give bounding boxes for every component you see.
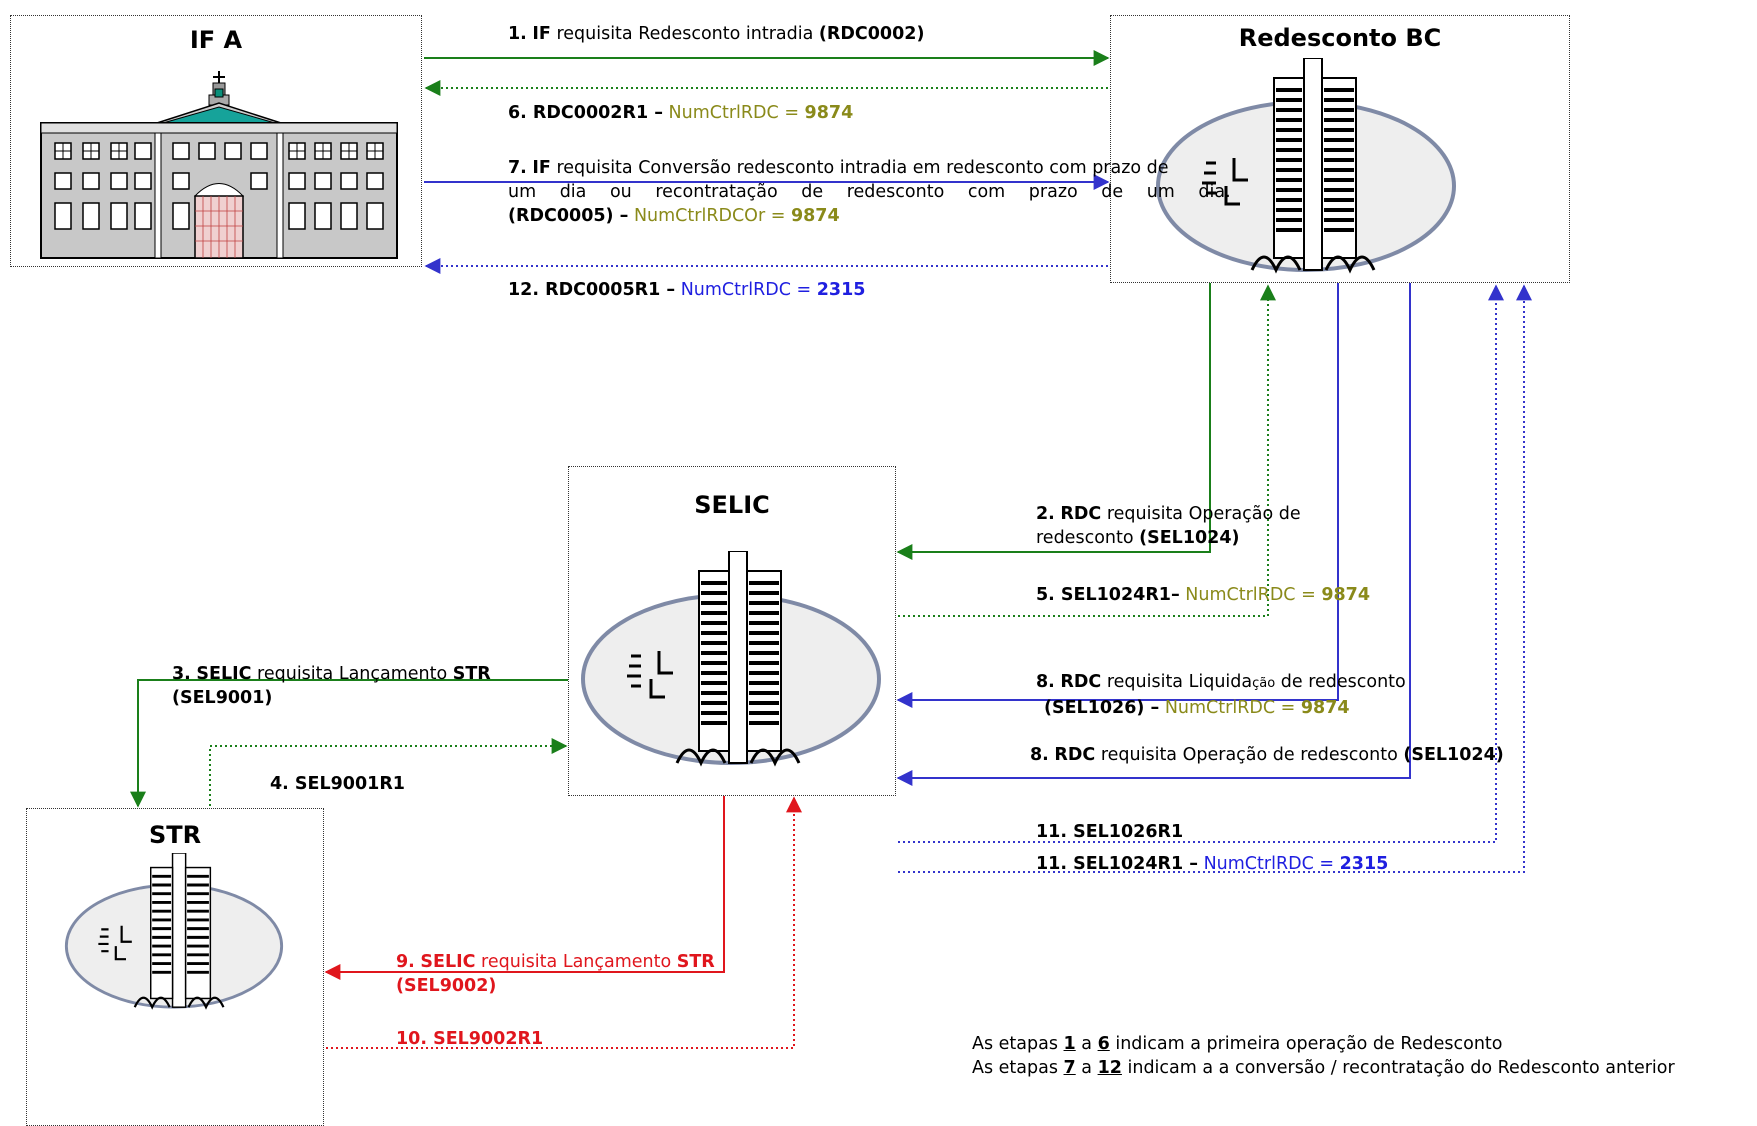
label-step-9: 9. SELIC requisita Lançamento STR (SEL90… <box>396 952 715 996</box>
label-step-11a: 11. SEL1026R1 <box>1036 822 1184 842</box>
str-title: STR <box>149 821 202 849</box>
arrow-step-3 <box>130 679 568 808</box>
bcb-logo-icon <box>98 925 132 961</box>
label-step-2: 2. RDC requisita Operação de redesconto … <box>1036 504 1301 548</box>
selic-box: SELIC <box>568 466 896 796</box>
label-step-8b: 8. RDC requisita Operação de redesconto … <box>1030 745 1504 765</box>
redesconto-title: Redesconto BC <box>1238 24 1442 52</box>
arrow-step-4 <box>209 738 568 806</box>
label-step-7: 7. IF requisita Conversão redesconto int… <box>508 158 1231 226</box>
bcb-logo-icon <box>1202 158 1248 206</box>
arrow-step-11b <box>898 284 1532 873</box>
bcb-tower-icon <box>1156 58 1456 274</box>
redesconto-box: Redesconto BC <box>1110 15 1570 283</box>
bank-building-icon <box>40 71 398 259</box>
note-line-2: As etapas 7 a 12 indicam a a conversão /… <box>972 1058 1675 1078</box>
label-step-8a: 8. RDC requisita Liquidação de redescont… <box>1036 672 1406 718</box>
label-step-4: 4. SEL9001R1 <box>270 774 405 794</box>
label-step-5: 5. SEL1024R1– NumCtrlRDC = 9874 <box>1036 585 1371 605</box>
bcb-logo-icon <box>627 651 673 699</box>
label-step-3: 3. SELIC requisita Lançamento STR (SEL90… <box>172 664 491 708</box>
label-step-12: 12. RDC0005R1 – NumCtrlRDC = 2315 <box>508 280 866 300</box>
if-a-box: IF A <box>10 15 422 267</box>
bcb-tower-icon <box>64 853 284 1010</box>
label-step-11b: 11. SEL1024R1 – NumCtrlRDC = 2315 <box>1036 854 1389 874</box>
note-line-1: As etapas 1 a 6 indicam a primeira opera… <box>972 1034 1503 1054</box>
arrow-step-8a <box>896 283 1339 708</box>
label-step-10: 10. SEL9002R1 <box>396 1029 544 1049</box>
if-a-title: IF A <box>189 26 243 54</box>
arrow-step-9 <box>324 796 725 980</box>
label-step-1: 1. IF requisita Redesconto intradia (RDC… <box>508 24 925 44</box>
str-box: STR <box>26 808 324 1126</box>
arrow-step-2 <box>896 283 1211 560</box>
arrow-step-10 <box>326 796 802 1049</box>
label-step-6: 6. RDC0002R1 – NumCtrlRDC = 9874 <box>508 103 854 123</box>
selic-title: SELIC <box>694 491 770 519</box>
arrow-step-5 <box>898 284 1276 617</box>
arrow-step-8b <box>896 283 1411 786</box>
bcb-tower-icon <box>581 551 881 767</box>
